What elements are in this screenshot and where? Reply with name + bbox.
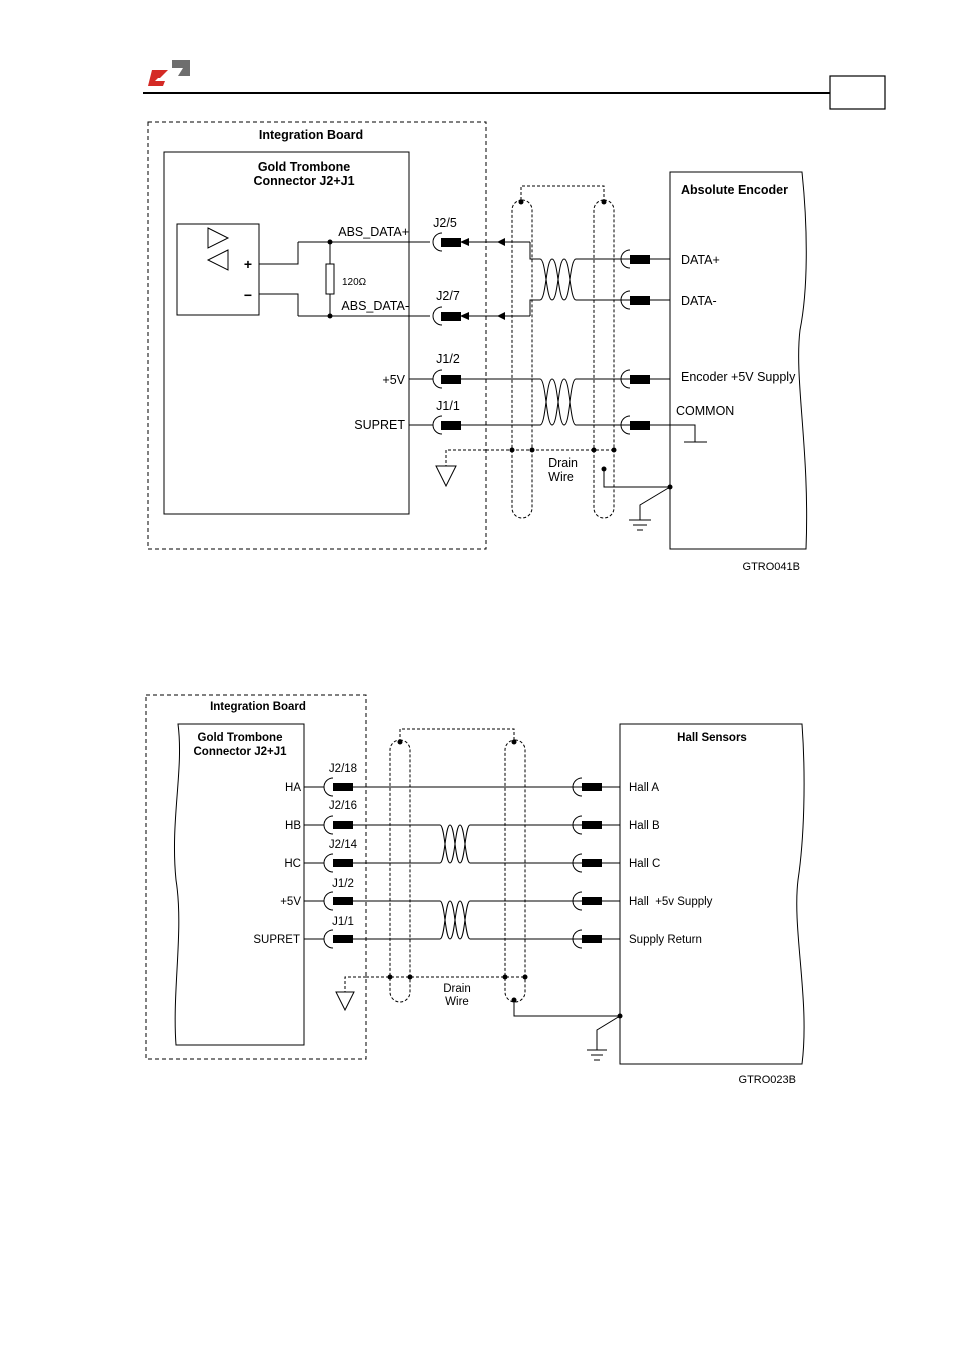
integration-board-label: Integration Board	[259, 128, 363, 142]
hall-sensors-label: Hall Sensors	[677, 732, 747, 744]
absolute-encoder-box	[669, 171, 808, 550]
chassis-ground-icon-2	[587, 1049, 607, 1061]
line-driver-box	[176, 223, 260, 316]
board-side-pins	[441, 238, 461, 430]
pin-j2-14: J2/14	[329, 839, 358, 851]
label-supret: SUPRET	[354, 418, 405, 432]
drain-wire-label-2-line1: Drain	[443, 983, 470, 995]
connector-label-2-line1: Gold Trombone	[198, 732, 283, 744]
label-hc: HC	[284, 858, 301, 870]
label-ha: HA	[285, 782, 301, 794]
termination-resistor	[325, 263, 335, 295]
common-ground-icon	[670, 424, 707, 443]
drain-wire-label-line1: Drain	[548, 456, 578, 470]
pin-j2-16: J2/16	[329, 800, 357, 812]
cable-shield-2	[366, 728, 527, 1003]
device-data-minus: DATA-	[681, 294, 717, 308]
diagram-absolute-encoder: Integration Board Gold Trombone Connecto…	[147, 121, 808, 573]
integration-board-outline-2	[145, 694, 367, 1060]
pin-j1-2: J1/2	[436, 352, 460, 366]
device-data-plus: DATA+	[681, 253, 720, 267]
pin-j1-2-2: J1/2	[332, 878, 354, 890]
connector-label-line2: Connector J2+J1	[253, 174, 354, 188]
resistor-value: 120Ω	[342, 277, 367, 288]
header	[143, 60, 886, 110]
diagram-hall-sensors: Integration Board Gold Trombone Connecto…	[145, 694, 805, 1086]
page-number-box	[829, 75, 886, 110]
device-side-pins	[630, 255, 650, 430]
connector-box-2	[174, 723, 305, 1046]
board-ground-icon-2	[335, 991, 355, 1012]
hall-sensors-box	[619, 723, 805, 1065]
device-hall-c: Hall C	[629, 858, 660, 870]
pin-j2-5: J2/5	[433, 216, 457, 230]
absolute-encoder-label: Absolute Encoder	[681, 183, 788, 197]
figure-code-1: GTRO041B	[743, 561, 800, 573]
company-logo	[148, 60, 190, 86]
device-hall-a: Hall A	[629, 782, 659, 794]
pin-j1-1-2: J1/1	[332, 916, 354, 928]
integration-board-label-2: Integration Board	[210, 701, 306, 713]
label-plus5v: +5V	[382, 373, 405, 387]
driver-triangle-right-icon	[207, 227, 230, 249]
cable-wires	[460, 238, 630, 426]
label-abs-data-plus: ABS_DATA+	[338, 225, 409, 239]
label-hb: HB	[285, 820, 301, 832]
device-encoder-supply: Encoder +5V Supply	[681, 370, 796, 384]
board-side-connectors	[409, 232, 443, 435]
pin-j2-7: J2/7	[436, 289, 460, 303]
driver-triangle-left-icon	[206, 249, 229, 271]
plus-sign: +	[244, 256, 252, 272]
chassis-ground-icon	[629, 519, 651, 531]
device-common: COMMON	[676, 404, 734, 418]
pin-j2-18: J2/18	[329, 763, 357, 775]
connector-label-line1: Gold Trombone	[258, 160, 350, 174]
device-supply-return: Supply Return	[629, 934, 702, 946]
pin-j1-1: J1/1	[436, 399, 460, 413]
drain-wire-label-2-line2: Wire	[445, 996, 469, 1008]
figure-code-2: GTRO023B	[739, 1074, 796, 1086]
label-plus5v-2: +5V	[280, 896, 301, 908]
device-side-connectors	[620, 249, 670, 435]
integration-board-outline	[147, 121, 487, 550]
drain-wire-label-line2: Wire	[548, 470, 574, 484]
board-ground-icon	[445, 449, 486, 466]
board-side-connectors-2	[304, 777, 334, 949]
device-hall-b: Hall B	[629, 820, 660, 832]
label-abs-data-minus: ABS_DATA-	[341, 299, 409, 313]
connector-label-2-line2: Connector J2+J1	[194, 746, 288, 758]
cable-wires-2	[353, 786, 582, 940]
label-supret-2: SUPRET	[253, 934, 300, 946]
device-hall-supply: Hall +5v Supply	[629, 896, 713, 908]
driver-wiring	[259, 241, 430, 317]
connector-box	[163, 151, 410, 515]
minus-sign: −	[244, 287, 252, 303]
